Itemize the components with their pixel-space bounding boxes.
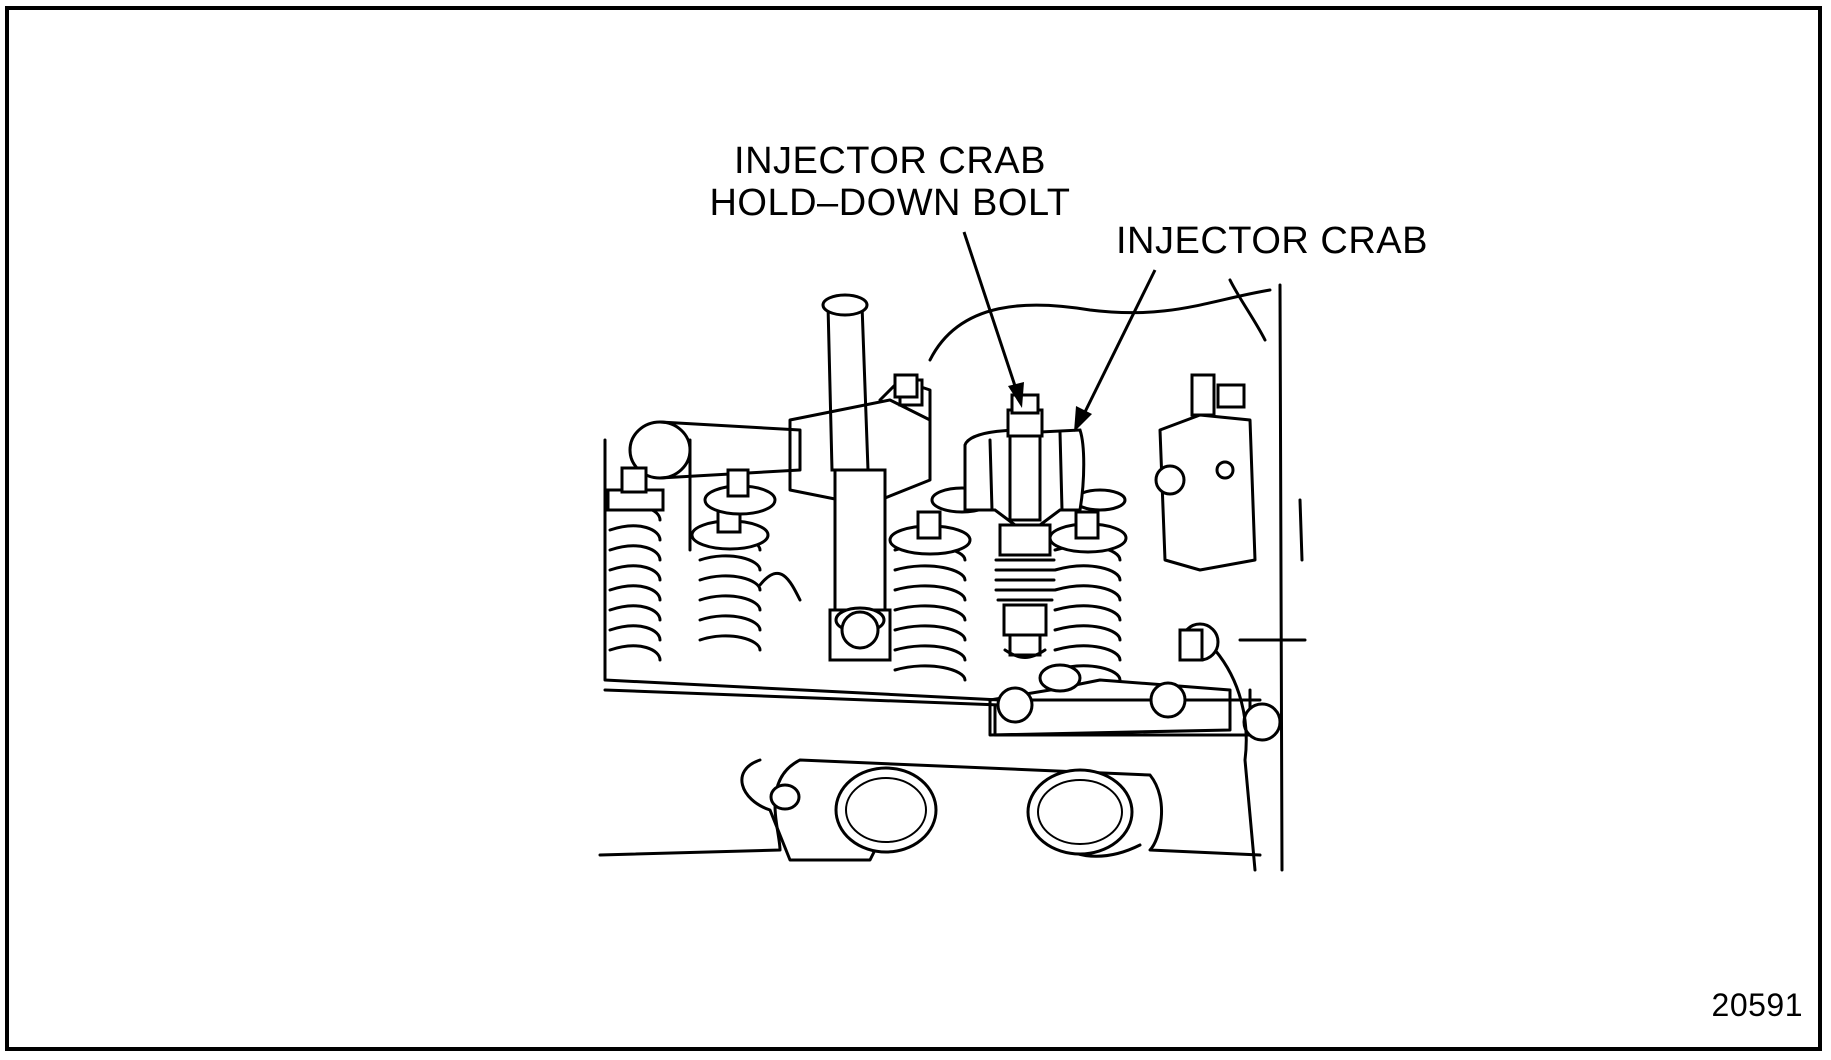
label-hold-down-bolt-line1: INJECTOR CRAB — [734, 140, 1046, 182]
figure-number: 20591 — [1711, 987, 1803, 1023]
injector-body — [994, 523, 1056, 659]
injector-crab — [963, 393, 1086, 527]
right-rocker-bracket — [1154, 373, 1257, 572]
leader-arrows — [962, 231, 1157, 432]
cylinder-head-cover-outline — [928, 278, 1307, 872]
label-injector-crab: INJECTOR CRAB — [1116, 220, 1428, 262]
arrow-injector-crab — [1080, 269, 1157, 419]
injector-hold-down-plate — [840, 610, 1232, 737]
arrow-hold-down-bolt — [962, 231, 1020, 396]
label-hold-down-bolt-line2: HOLD–DOWN BOLT — [709, 182, 1071, 224]
rocker-bolts — [758, 373, 919, 602]
arrowhead-hold-down-bolt — [1008, 382, 1024, 408]
rocker-arm-post — [788, 293, 932, 662]
label-injector-crab-hold-down-bolt: INJECTOR CRAB HOLD–DOWN BOLT — [700, 140, 1080, 224]
valve-springs — [606, 466, 1128, 682]
arrowhead-injector-crab — [1074, 406, 1092, 432]
cylinder-head-block — [598, 438, 1282, 872]
